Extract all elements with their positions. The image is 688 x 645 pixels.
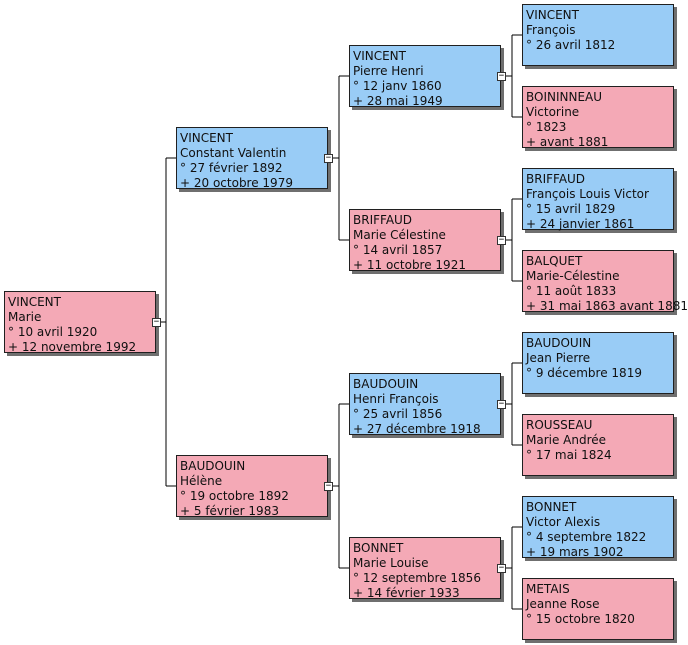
- person-birth-date: ° 27 février 1892: [180, 161, 283, 175]
- person-birth-date: ° 19 octobre 1892: [180, 489, 289, 503]
- person-given-names: Marie Andrée: [526, 433, 607, 447]
- person-surname: BRIFFAUD: [526, 172, 586, 186]
- person-given-names: Jean Pierre: [526, 351, 591, 365]
- person-given-names: Marie Louise: [353, 556, 429, 570]
- person-given-names: François: [526, 23, 576, 37]
- person-death-date: + 12 novembre 1992: [8, 340, 137, 354]
- person-given-names: Constant Valentin: [180, 146, 287, 160]
- person-surname: ROUSSEAU: [526, 418, 593, 432]
- person-surname: VINCENT: [353, 49, 406, 63]
- person-surname: BAUDOUIN: [353, 377, 419, 391]
- person-death-date: + 24 janvier 1861: [526, 217, 635, 231]
- collapse-toggle-icon[interactable]: −: [324, 481, 333, 491]
- person-birth-date: ° 26 avril 1812: [526, 38, 616, 52]
- collapse-toggle-icon[interactable]: −: [324, 153, 333, 163]
- person-death-date: + 14 février 1933: [353, 586, 460, 600]
- person-given-names: Victorine: [526, 105, 580, 119]
- person-given-names: Hélène: [180, 474, 223, 488]
- person-surname: BONNET: [353, 541, 404, 555]
- person-birth-date: ° 15 avril 1829: [526, 202, 616, 216]
- person-given-names: Victor Alexis: [526, 515, 601, 529]
- person-given-names: Marie: [8, 310, 42, 324]
- person-death-date: + 20 octobre 1979: [180, 176, 293, 190]
- person-surname: BALQUET: [526, 254, 583, 268]
- person-birth-date: ° 14 avril 1857: [353, 243, 443, 257]
- person-surname: VINCENT: [526, 8, 579, 22]
- person-birth-date: ° 25 avril 1856: [353, 407, 443, 421]
- person-birth-date: ° 17 mai 1824: [526, 448, 612, 462]
- person-death-date: + 19 mars 1902: [526, 545, 624, 559]
- person-death-date: + avant 1881: [526, 135, 609, 149]
- person-surname: BAUDOUIN: [526, 336, 592, 350]
- person-death-date: + 5 février 1983: [180, 504, 279, 518]
- person-given-names: Marie Célestine: [353, 228, 446, 242]
- person-birth-date: ° 15 octobre 1820: [526, 612, 635, 626]
- person-birth-date: ° 12 septembre 1856: [353, 571, 481, 585]
- person-birth-date: ° 10 avril 1920: [8, 325, 98, 339]
- person-birth-date: ° 9 décembre 1819: [526, 366, 642, 380]
- person-surname: METAIS: [526, 582, 570, 596]
- person-surname: BRIFFAUD: [353, 213, 413, 227]
- person-surname: BONNET: [526, 500, 577, 514]
- person-given-names: Henri François: [353, 392, 439, 406]
- person-given-names: Marie-Célestine: [526, 269, 620, 283]
- person-death-date: + 28 mai 1949: [353, 94, 443, 108]
- person-given-names: Pierre Henri: [353, 64, 424, 78]
- person-birth-date: ° 4 septembre 1822: [526, 530, 647, 544]
- person-given-names: Jeanne Rose: [526, 597, 600, 611]
- person-surname: VINCENT: [180, 131, 233, 145]
- collapse-toggle-icon[interactable]: −: [497, 71, 506, 81]
- collapse-toggle-icon[interactable]: −: [497, 399, 506, 409]
- person-birth-date: ° 12 janv 1860: [353, 79, 442, 93]
- person-death-date: + 11 octobre 1921: [353, 258, 466, 272]
- person-given-names: François Louis Victor: [526, 187, 649, 201]
- person-surname: BAUDOUIN: [180, 459, 246, 473]
- collapse-toggle-icon[interactable]: −: [497, 235, 506, 245]
- person-death-date: + 27 décembre 1918: [353, 422, 481, 436]
- person-surname: BOININNEAU: [526, 90, 603, 104]
- collapse-toggle-icon[interactable]: −: [497, 563, 506, 573]
- person-death-date: + 31 mai 1863 avant 1881: [526, 299, 688, 313]
- collapse-toggle-icon[interactable]: −: [152, 317, 161, 327]
- person-surname: VINCENT: [8, 295, 61, 309]
- person-birth-date: ° 11 août 1833: [526, 284, 617, 298]
- person-birth-date: ° 1823: [526, 120, 567, 134]
